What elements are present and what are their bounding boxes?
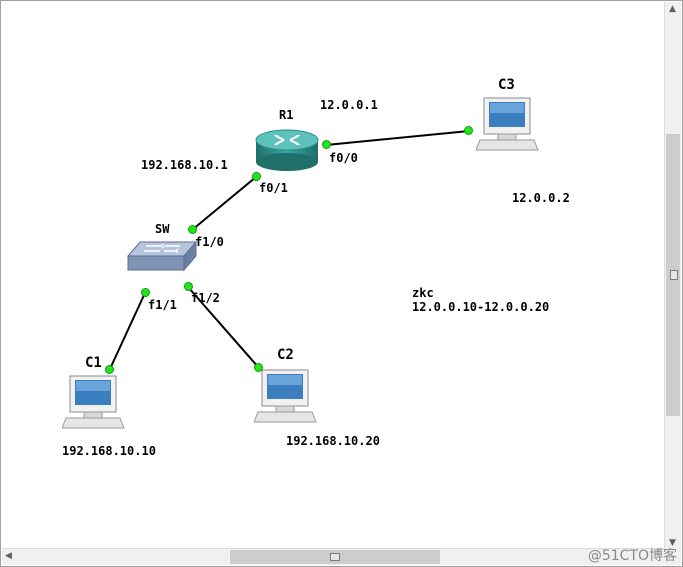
port-dot-sw-f11[interactable] bbox=[141, 288, 150, 297]
grip-icon bbox=[330, 553, 340, 561]
computer-icon bbox=[61, 375, 125, 429]
horizontal-scrollbar[interactable]: ◀ bbox=[2, 548, 666, 565]
router-ip-left: 192.168.10.1 bbox=[141, 158, 228, 172]
scroll-left-icon[interactable]: ◀ bbox=[5, 551, 12, 561]
switch-port-up: f1/0 bbox=[195, 235, 224, 249]
scroll-down-icon[interactable]: ▼ bbox=[669, 538, 676, 548]
port-dot-r1-f00[interactable] bbox=[322, 140, 331, 149]
port-dot-sw-f12[interactable] bbox=[184, 282, 193, 291]
router-r1[interactable] bbox=[254, 126, 320, 174]
pc1-ip: 192.168.10.10 bbox=[62, 444, 156, 458]
switch-sw[interactable] bbox=[126, 240, 198, 274]
router-icon bbox=[255, 129, 319, 171]
pc3-name: C3 bbox=[498, 77, 515, 93]
links-layer bbox=[108, 130, 470, 372]
switch-icon bbox=[126, 240, 198, 272]
topology-canvas[interactable]: R1 SW C1 192.168.10.10 bbox=[2, 2, 666, 550]
router-if-right: f0/0 bbox=[329, 151, 358, 165]
port-dot-c3[interactable] bbox=[464, 126, 473, 135]
computer-icon bbox=[253, 369, 317, 423]
switch-port-right: f1/2 bbox=[191, 291, 220, 305]
router-if-left: f0/1 bbox=[259, 181, 288, 195]
pc2-name: C2 bbox=[277, 347, 294, 363]
switch-port-left: f1/1 bbox=[148, 298, 177, 312]
pc-c3[interactable] bbox=[475, 96, 540, 154]
computer-icon bbox=[475, 97, 539, 151]
port-dot-sw-f10[interactable] bbox=[188, 225, 197, 234]
note-range: 12.0.0.10-12.0.0.20 bbox=[412, 300, 550, 314]
router-name: R1 bbox=[279, 108, 294, 122]
scroll-up-icon[interactable]: ▲ bbox=[669, 4, 676, 14]
scroll-corner bbox=[664, 548, 681, 565]
link-r1-sw[interactable] bbox=[191, 176, 257, 231]
router-ip-right: 12.0.0.1 bbox=[320, 98, 378, 112]
link-sw-c1[interactable] bbox=[108, 292, 146, 372]
port-dot-c2[interactable] bbox=[254, 363, 263, 372]
pc1-name: C1 bbox=[85, 355, 102, 371]
port-dot-c1[interactable] bbox=[105, 365, 114, 374]
watermark: @51CTO博客 bbox=[587, 548, 677, 564]
vertical-scroll-thumb[interactable] bbox=[666, 134, 680, 416]
pc2-ip: 192.168.10.20 bbox=[286, 434, 380, 448]
pc-c1[interactable] bbox=[61, 374, 126, 432]
note-title: zkc bbox=[412, 286, 434, 300]
pc-c2[interactable] bbox=[253, 368, 318, 426]
horizontal-scroll-thumb[interactable] bbox=[230, 550, 440, 564]
link-r1-c3[interactable] bbox=[325, 130, 470, 146]
grip-icon bbox=[670, 270, 678, 280]
pc3-ip: 12.0.0.2 bbox=[512, 191, 570, 205]
port-dot-r1-f01[interactable] bbox=[252, 172, 261, 181]
switch-name: SW bbox=[155, 222, 170, 236]
vertical-scrollbar[interactable]: ▲ ▼ bbox=[664, 2, 681, 550]
link-sw-c2[interactable] bbox=[187, 286, 260, 369]
